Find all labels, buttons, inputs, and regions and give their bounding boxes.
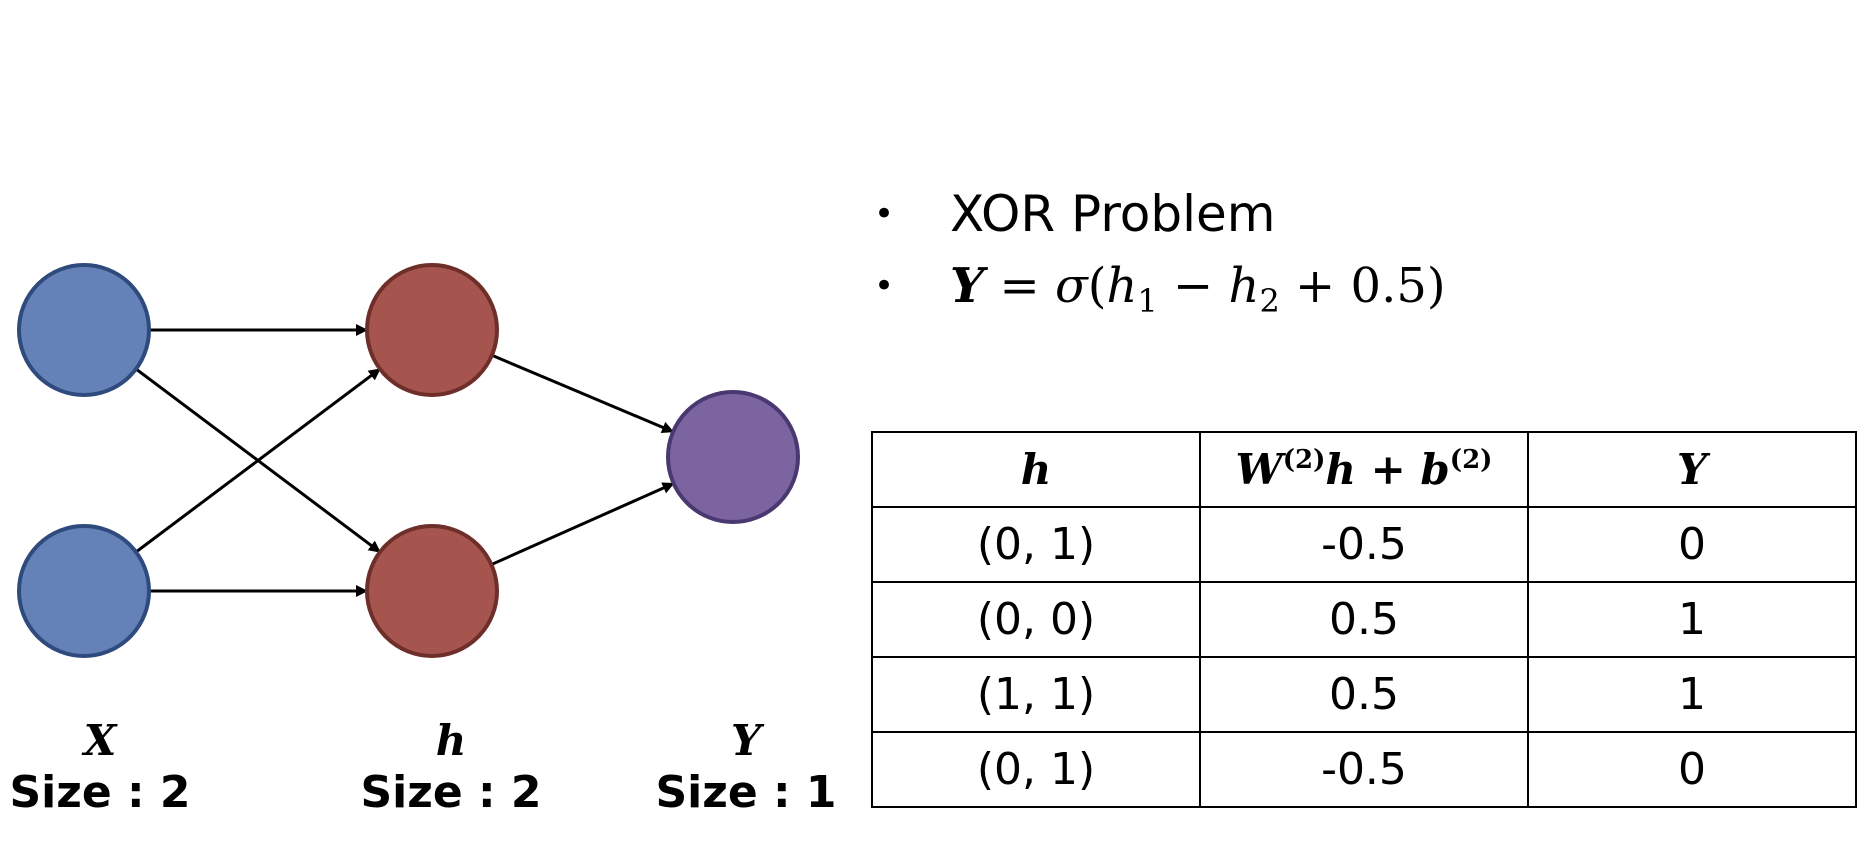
header-w-sup: (2) <box>1282 445 1326 475</box>
edge-x2-h1 <box>135 368 381 554</box>
header-w2h-b2: W(2)h + b(2) <box>1199 431 1529 508</box>
equation-h2: h <box>1228 258 1260 314</box>
layer-x-symbol: X <box>83 716 117 765</box>
layer-y-size: Size : 1 <box>655 767 837 818</box>
neural-network-diagram <box>17 263 800 658</box>
table-row: (0, 1) -0.5 0 <box>871 506 1857 583</box>
equation-tail: + 0.5) <box>1279 258 1446 314</box>
equation-minus: − <box>1157 258 1229 314</box>
layer-h-symbol: h <box>435 716 467 765</box>
equation-h1: h <box>1106 258 1138 314</box>
equation-equals: = <box>984 258 1055 314</box>
cell-value: 0.5 <box>1199 656 1529 733</box>
hidden-node-1 <box>365 263 499 397</box>
cell-value: -0.5 <box>1199 506 1529 583</box>
input-node-1 <box>17 263 151 397</box>
table-row: (0, 1) -0.5 0 <box>871 731 1857 808</box>
cell-value: 0.5 <box>1199 581 1529 658</box>
header-w: W <box>1235 445 1283 494</box>
header-h: h <box>871 431 1201 508</box>
cell-h: (1, 1) <box>871 656 1201 733</box>
cell-y: 1 <box>1527 656 1857 733</box>
xor-table: h W(2)h + b(2) Y (0, 1) -0.5 0 (0, 0) 0.… <box>871 431 1857 808</box>
edge-h2-y <box>490 482 675 566</box>
layer-h-size: Size : 2 <box>360 767 542 818</box>
header-h-plus: h + <box>1325 445 1421 494</box>
equation-h2-sub: 2 <box>1259 282 1280 320</box>
cell-h: (0, 1) <box>871 506 1201 583</box>
table-row: (0, 0) 0.5 1 <box>871 581 1857 658</box>
table-header-row: h W(2)h + b(2) Y <box>871 431 1857 508</box>
output-node <box>666 390 800 524</box>
cell-h: (0, 0) <box>871 581 1201 658</box>
cell-value: -0.5 <box>1199 731 1529 808</box>
hidden-node-2 <box>365 524 499 658</box>
equation-h1-sub: 1 <box>1137 282 1158 320</box>
equation-sigma: σ <box>1055 258 1088 314</box>
bullet-xor-problem: XOR Problem <box>870 178 1446 250</box>
bullet-equation: Y = σ(h1 − h2 + 0.5) <box>870 250 1446 322</box>
layer-x-size: Size : 2 <box>9 767 191 818</box>
table-row: (1, 1) 0.5 1 <box>871 656 1857 733</box>
cell-y: 0 <box>1527 731 1857 808</box>
cell-h: (0, 1) <box>871 731 1201 808</box>
layer-y-symbol: Y <box>731 716 761 765</box>
input-node-2 <box>17 524 151 658</box>
equation-y: Y <box>950 258 985 314</box>
header-b-sup: (2) <box>1449 445 1493 475</box>
bullet-list: XOR Problem Y = σ(h1 − h2 + 0.5) <box>870 178 1446 322</box>
cell-y: 1 <box>1527 581 1857 658</box>
header-y: Y <box>1527 431 1857 508</box>
header-b: b <box>1420 445 1450 494</box>
cell-y: 0 <box>1527 506 1857 583</box>
edge-h1-y <box>491 353 675 433</box>
equation-open-paren: ( <box>1087 258 1107 314</box>
